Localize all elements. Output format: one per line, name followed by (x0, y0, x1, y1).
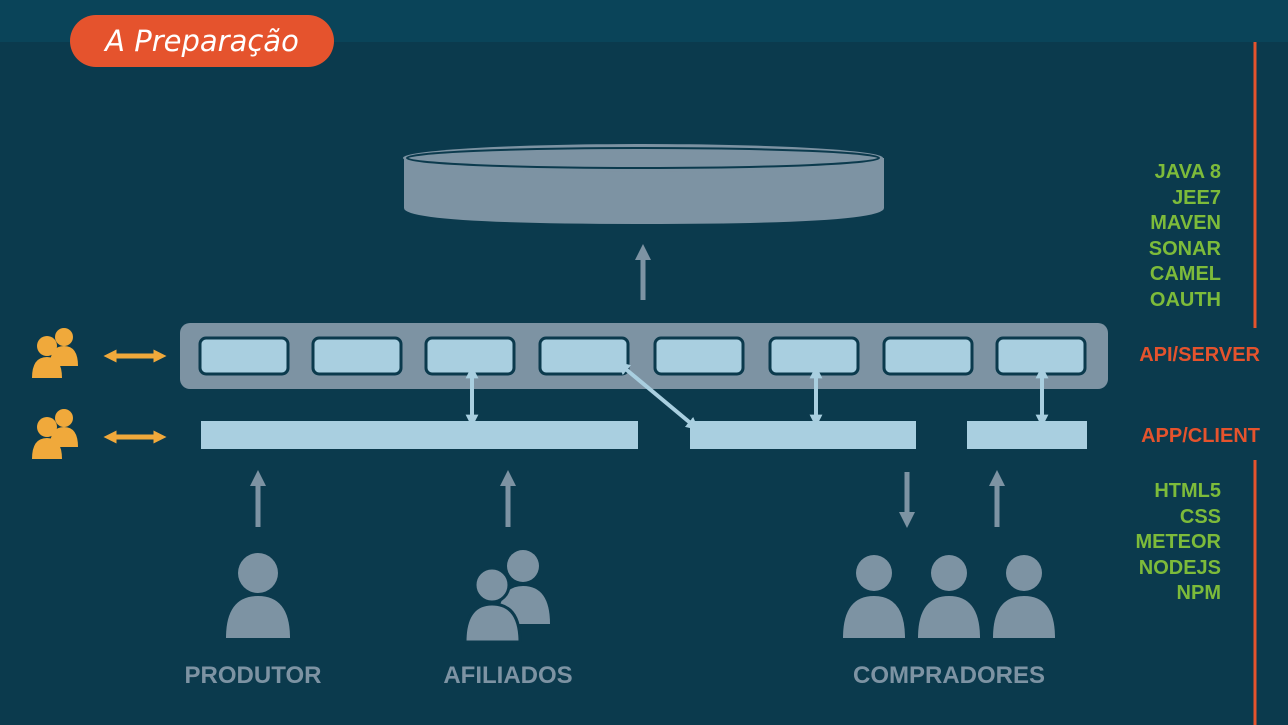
backend-stack-list: JAVA 8 JEE7 MAVEN SONAR CAMEL OAUTH (1149, 160, 1221, 313)
stack-item: NPM (1176, 582, 1221, 604)
api-modules (198, 336, 1087, 376)
stack-item: NODEJS (1138, 556, 1221, 579)
stack-item: CAMEL (1149, 263, 1221, 285)
api-module (538, 336, 630, 376)
stack-item: JEE7 (1172, 186, 1221, 209)
user-icon (226, 553, 290, 638)
stack-item: METEOR (1135, 531, 1221, 553)
api-module (198, 336, 290, 376)
api-module (311, 336, 403, 376)
stack-item: JAVA 8 (1154, 161, 1221, 183)
app-client-right-bar (967, 421, 1087, 449)
buyers-label: COMPRADORES (852, 662, 1046, 689)
api-server-bar (180, 323, 1108, 389)
api-module (882, 336, 974, 376)
page-title: A Preparação (70, 15, 334, 67)
api-module (768, 336, 860, 376)
stack-item: OAUTH (1149, 288, 1221, 311)
stack-item: MAVEN (1150, 212, 1221, 234)
stack-item: HTML5 (1154, 480, 1221, 502)
frontend-stack-list: HTML5 CSS METEOR NODEJS NPM (1135, 479, 1221, 607)
users-group-icon (843, 555, 1055, 638)
api-module (995, 336, 1087, 376)
stack-item: CSS (1179, 505, 1221, 528)
app-client-middle-bar (690, 421, 916, 449)
users-group-icon (32, 328, 78, 378)
api-module (424, 336, 516, 376)
api-module (653, 336, 745, 376)
users-group-icon (32, 409, 78, 459)
app-client-label: APP/CLIENT (1141, 425, 1260, 447)
users-group-icon (463, 550, 550, 644)
producer-label: PRODUTOR (184, 662, 322, 689)
api-server-label: API/SERVER (1139, 344, 1260, 366)
affiliates-label: AFILIADOS (443, 662, 573, 689)
stack-item: SONAR (1148, 237, 1221, 260)
database-icon (403, 144, 884, 224)
connector-arrow (617, 361, 699, 431)
app-client-producer-bar (201, 421, 638, 449)
